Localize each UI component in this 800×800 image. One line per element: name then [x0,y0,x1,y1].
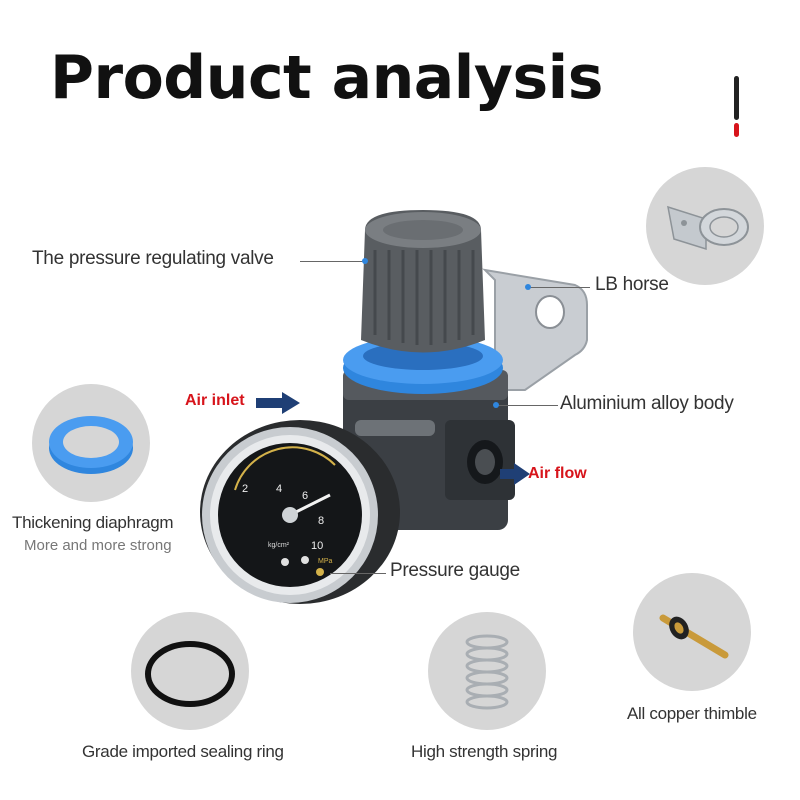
bracket-circle [646,167,764,285]
leader-line [530,287,590,288]
corner-red-mark [734,123,739,137]
product-illustration [195,190,595,620]
gauge-tick-4: 4 [276,483,283,495]
label-thimble: All copper thimble [627,704,757,723]
label-air-inlet: Air inlet [185,392,245,409]
label-air-flow: Air flow [528,465,587,482]
leader-line [498,405,558,406]
leader-line [330,573,386,574]
gauge-tick-6: 6 [302,490,309,502]
gauge-tick-2: 2 [242,483,249,495]
spring-circle [428,612,546,730]
label-diaphragm-sub: More and more strong [24,537,172,554]
label-diaphragm: Thickening diaphragm [12,513,174,532]
label-spring: High strength spring [411,742,558,761]
page-title: Product analysis [50,43,603,113]
leader-dot [493,402,499,408]
diaphragm-circle [32,384,150,502]
label-aluminium-body: Aluminium alloy body [560,393,734,414]
label-sealing-ring: Grade imported sealing ring [82,742,284,761]
gauge-tick-8: 8 [318,515,325,527]
gauge-tick-10: 10 [311,540,324,552]
gauge-unit-kg: kg/cm² [268,542,289,549]
leader-line [300,261,366,262]
leader-dot [362,258,368,264]
arrow-right-icon [256,392,300,414]
arrow-right-icon [500,463,530,485]
label-lb-horse: LB horse [595,274,669,295]
label-pressure-valve: The pressure regulating valve [32,248,274,269]
sealing-ring-circle [131,612,249,730]
leader-dot [525,284,531,290]
corner-bar-decoration [734,76,739,120]
thimble-circle [633,573,751,691]
gauge-unit-mpa: MPa [318,558,333,565]
label-pressure-gauge: Pressure gauge [390,560,520,581]
